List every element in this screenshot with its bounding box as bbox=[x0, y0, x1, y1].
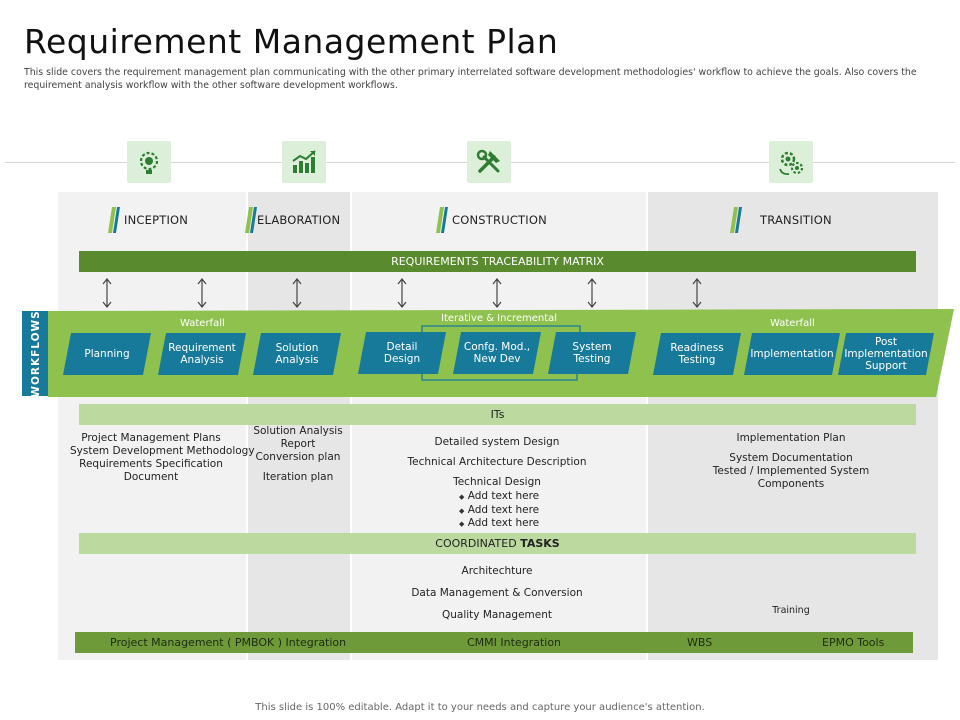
its-construction: Detailed system Design Technical Archite… bbox=[370, 432, 624, 492]
phase-stripe-icon bbox=[108, 207, 120, 233]
phase-label: ELABORATION bbox=[257, 213, 341, 227]
step-label: Post Implementation Support bbox=[844, 336, 928, 372]
coordinated-label: COORDINATED bbox=[435, 537, 521, 550]
step-config-mod-new-dev: Confg. Mod., New Dev bbox=[453, 332, 541, 374]
waterfall-right-label: Waterfall bbox=[770, 318, 815, 329]
list-item: ◆ Add text here bbox=[459, 490, 540, 502]
phase-label: TRANSITION bbox=[760, 213, 832, 227]
its-item: Conversion plan bbox=[255, 451, 341, 463]
step-post-implementation-support: Post Implementation Support bbox=[838, 333, 934, 375]
its-elaboration: Solution Analysis Report Conversion plan… bbox=[250, 425, 346, 484]
bullet-text: Add text here bbox=[467, 503, 540, 516]
phase-construction: CONSTRUCTION bbox=[436, 206, 547, 234]
its-item: Iteration plan bbox=[262, 471, 334, 483]
its-item: System Documentation bbox=[729, 452, 853, 464]
its-item: Tested / Implemented System Components bbox=[712, 465, 870, 490]
integration-epmo: EPMO Tools bbox=[822, 636, 885, 649]
step-implementation: Implementation bbox=[744, 333, 840, 375]
integration-cmmi: CMMI Integration bbox=[467, 636, 562, 649]
phase-label: CONSTRUCTION bbox=[452, 213, 547, 227]
its-item: Solution Analysis Report bbox=[253, 425, 343, 450]
task-item: Training bbox=[772, 605, 810, 616]
waterfall-left-label: Waterfall bbox=[180, 318, 225, 329]
step-detail-design: Detail Design bbox=[358, 332, 446, 374]
its-item: Technical Architecture Description bbox=[407, 456, 587, 468]
step-requirement-analysis: Requirement Analysis bbox=[158, 333, 246, 375]
iterative-label: Iterative & Incremental bbox=[441, 313, 558, 324]
double-arrow-icon bbox=[397, 278, 407, 308]
its-bar: ITs bbox=[79, 404, 916, 425]
integration-bar: Project Management ( PMBOK ) Integration… bbox=[75, 632, 913, 653]
integration-wbs: WBS bbox=[687, 636, 713, 649]
double-arrow-icon bbox=[292, 278, 302, 308]
phase-stripe-icon bbox=[245, 207, 257, 233]
its-item: Detailed system Design bbox=[434, 436, 560, 448]
phase-elaboration: ELABORATION bbox=[245, 206, 340, 234]
step-label: Solution Analysis bbox=[275, 342, 319, 366]
phase-stripe-icon bbox=[730, 207, 742, 233]
step-solution-analysis: Solution Analysis bbox=[253, 333, 341, 375]
page-title: Requirement Management Plan bbox=[24, 22, 559, 61]
task-item: Quality Management bbox=[441, 609, 553, 621]
list-item: ◆ Add text here bbox=[459, 517, 540, 529]
double-arrow-icon bbox=[102, 278, 112, 308]
its-label: ITs bbox=[490, 408, 505, 421]
integration-pmbok: Project Management ( PMBOK ) Integration bbox=[110, 636, 347, 649]
its-transition: Implementation Plan System Documentation… bbox=[680, 432, 902, 491]
page-subtitle: This slide covers the requirement manage… bbox=[24, 67, 917, 91]
its-item: Requirements Specification Document bbox=[79, 458, 223, 483]
workflows-label: WORKFLOWS bbox=[30, 310, 42, 398]
workflows-label-wrap: WORKFLOWS bbox=[27, 310, 45, 397]
its-item: Implementation Plan bbox=[736, 432, 846, 444]
step-label: Detail Design bbox=[383, 341, 421, 365]
its-item: System Development Methodology bbox=[70, 445, 255, 457]
step-label: Implementation bbox=[750, 348, 834, 360]
step-label: System Testing bbox=[572, 341, 612, 365]
traceability-matrix-bar: REQUIREMENTS TRACEABILITY MATRIX bbox=[79, 251, 916, 272]
double-arrow-icon bbox=[492, 278, 502, 308]
construction-bullet-list: ◆ Add text here ◆ Add text here ◆ Add te… bbox=[459, 490, 539, 531]
step-system-testing: System Testing bbox=[548, 332, 636, 374]
its-item: Project Management Plans bbox=[81, 432, 221, 444]
phase-stripe-icon bbox=[436, 207, 448, 233]
its-inception: Project Management Plans System Developm… bbox=[70, 432, 255, 484]
bullet-text: Add text here bbox=[467, 517, 540, 529]
double-arrow-icon bbox=[587, 278, 597, 308]
footer-note: This slide is 100% editable. Adapt it to… bbox=[255, 702, 705, 713]
step-label: Requirement Analysis bbox=[168, 342, 236, 366]
coordinated-label-strong: TASKS bbox=[520, 537, 560, 550]
step-readiness-testing: Readiness Testing bbox=[653, 333, 741, 375]
its-item: Technical Design bbox=[453, 476, 541, 488]
step-planning: Planning bbox=[63, 333, 151, 375]
gears-cycle-icon bbox=[769, 141, 813, 183]
phase-inception: INCEPTION bbox=[108, 206, 188, 234]
task-item: Data Management & Conversion bbox=[411, 587, 583, 599]
phase-label: INCEPTION bbox=[124, 213, 189, 227]
double-arrow-icon bbox=[692, 278, 702, 308]
phase-transition: TRANSITION bbox=[730, 206, 832, 234]
traceability-matrix-label: REQUIREMENTS TRACEABILITY MATRIX bbox=[391, 255, 604, 268]
coordinated-tasks-bar: COORDINATED TASKS bbox=[79, 533, 916, 554]
coordinated-transition: Training bbox=[740, 604, 842, 617]
coordinated-construction: Architechture Data Management & Conversi… bbox=[370, 560, 624, 626]
step-label: Confg. Mod., New Dev bbox=[463, 341, 531, 365]
step-label: Planning bbox=[84, 348, 130, 360]
bullet-text: Add text here bbox=[467, 490, 540, 502]
double-arrow-icon bbox=[197, 278, 207, 308]
gear-lightbulb-icon bbox=[127, 141, 171, 183]
list-item: ◆ Add text here bbox=[459, 503, 540, 516]
step-label: Readiness Testing bbox=[670, 342, 724, 366]
task-item: Architechture bbox=[461, 565, 533, 577]
growth-chart-icon bbox=[282, 141, 326, 183]
tools-icon bbox=[467, 141, 511, 183]
